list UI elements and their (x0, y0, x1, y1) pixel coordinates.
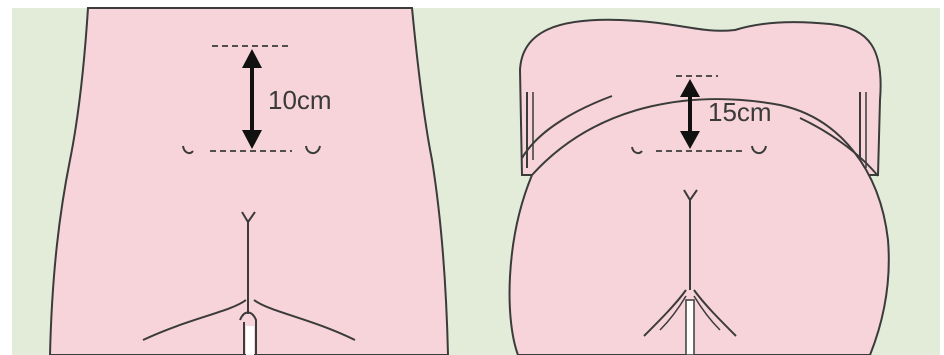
right-measure-label: 15cm (708, 97, 772, 127)
right-figure: 15cm (510, 20, 889, 355)
right-cleft-bottom-highlight (686, 300, 694, 355)
left-figure: 10cm (50, 8, 448, 355)
left-measure-label: 10cm (268, 85, 332, 115)
left-cleft-highlight (246, 326, 254, 355)
